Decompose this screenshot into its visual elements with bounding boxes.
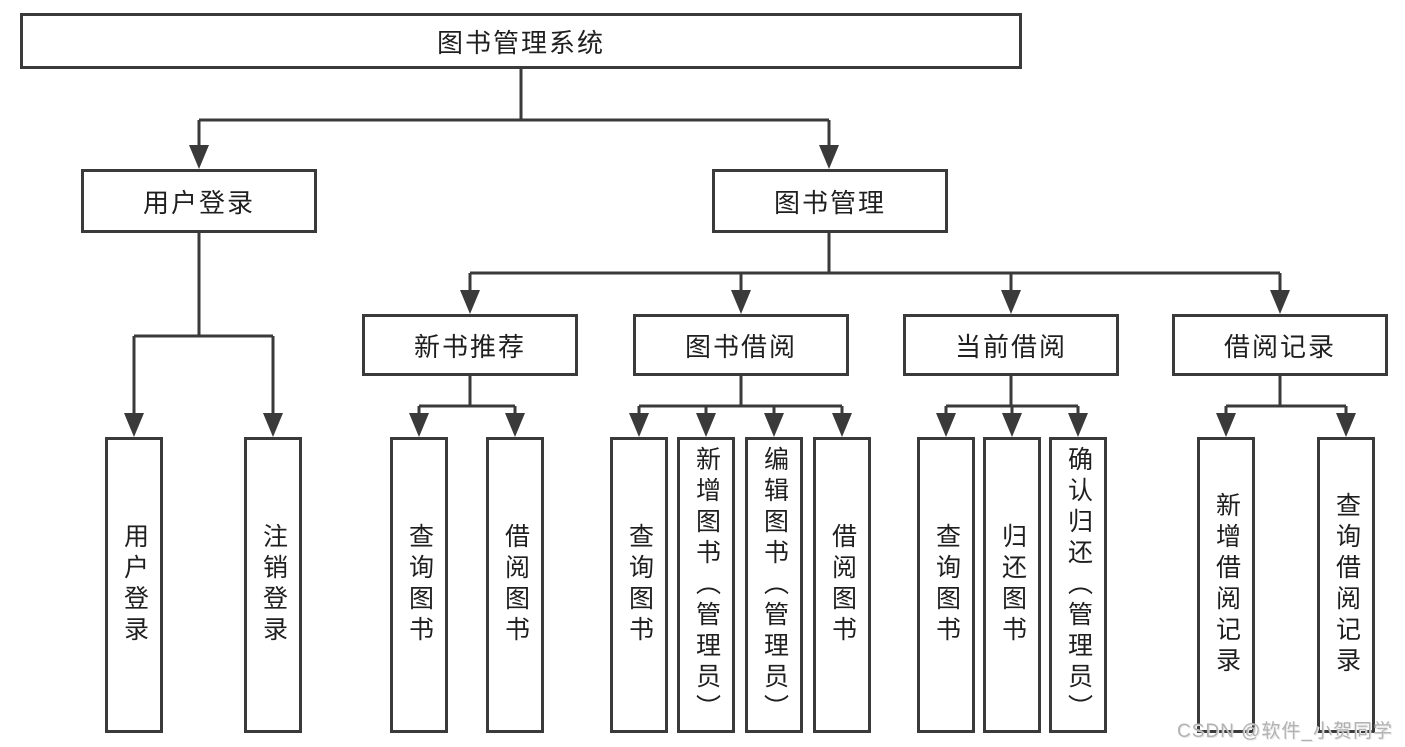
node-borrowing-records: 借阅记录 [1172, 314, 1388, 376]
node-label: 新书推荐 [413, 331, 526, 362]
leaf-query-borrow-record: 查询借阅记录 [1317, 437, 1375, 733]
leaf-logout: 注销登录 [244, 437, 302, 733]
leaf-edit-book-admin: 编辑图书（管理员） [745, 437, 803, 733]
node-label: 查询借阅记录 [1332, 492, 1361, 678]
node-label: 确认归还（管理员） [1064, 445, 1093, 725]
node-label: 图书借阅 [684, 331, 797, 362]
node-label: 图书管理系统 [436, 27, 605, 58]
node-label: 借阅图书 [501, 523, 530, 647]
node-label: 借阅图书 [828, 523, 857, 647]
node-library-system: 图书管理系统 [20, 13, 1022, 69]
node-label: 借阅记录 [1223, 331, 1336, 362]
leaf-user-login: 用户登录 [105, 437, 163, 733]
node-book-management: 图书管理 [712, 169, 948, 233]
watermark-text: CSDN @软件_小贺同学 [1177, 721, 1393, 742]
leaf-query-books-current: 查询图书 [917, 437, 975, 733]
tree-edges [132, 69, 1348, 415]
node-label: 查询图书 [932, 523, 961, 647]
leaf-borrow-books: 借阅图书 [813, 437, 871, 733]
node-label: 编辑图书（管理员） [760, 445, 789, 725]
node-label: 新增借阅记录 [1212, 492, 1241, 678]
node-current-borrowing: 当前借阅 [903, 314, 1119, 376]
node-label: 用户登录 [142, 187, 255, 218]
node-label: 用户登录 [120, 523, 149, 647]
leaf-borrow-books-recommend: 借阅图书 [486, 437, 544, 733]
node-label: 当前借阅 [954, 331, 1067, 362]
leaf-return-books: 归还图书 [983, 437, 1041, 733]
leaf-query-books-borrow: 查询图书 [610, 437, 668, 733]
leaf-confirm-return-admin: 确认归还（管理员） [1049, 437, 1107, 733]
arrow-heads [124, 145, 1356, 437]
leaf-add-book-admin: 新增图书（管理员） [677, 437, 735, 733]
leaf-add-borrow-record: 新增借阅记录 [1197, 437, 1255, 733]
leaf-query-books-recommend: 查询图书 [390, 437, 448, 733]
node-label: 归还图书 [998, 523, 1027, 647]
node-new-book-recommendation: 新书推荐 [362, 314, 578, 376]
node-label: 新增图书（管理员） [692, 445, 721, 725]
node-label: 查询图书 [625, 523, 654, 647]
node-label: 注销登录 [259, 523, 288, 647]
node-book-borrowing: 图书借阅 [633, 314, 849, 376]
node-user-login: 用户登录 [81, 169, 317, 233]
node-label: 查询图书 [405, 523, 434, 647]
node-label: 图书管理 [773, 187, 886, 218]
